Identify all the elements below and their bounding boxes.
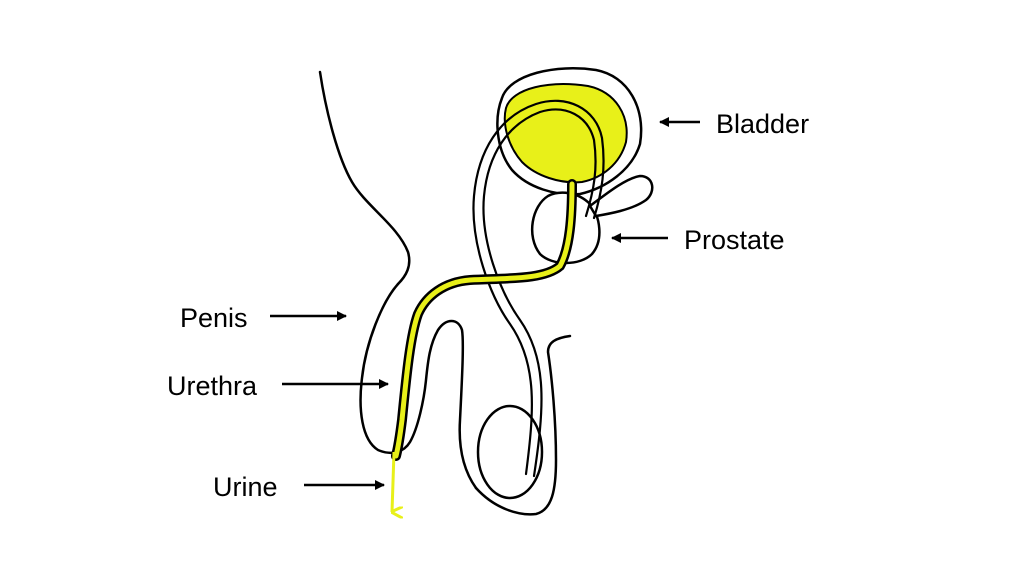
penis-outline (359, 282, 478, 490)
label-penis: Penis (180, 303, 248, 333)
bladder-outer-wall (496, 67, 643, 196)
label-bladder: Bladder (716, 109, 810, 139)
vas-deferens-inner (472, 99, 605, 476)
scrotum-outline (474, 334, 572, 516)
bladder-urine-fill (503, 83, 628, 184)
label-urine: Urine (213, 472, 278, 502)
urine-flow-arrow (390, 451, 394, 512)
testicle (476, 404, 544, 500)
label-urethra: Urethra (167, 371, 258, 401)
body-contour (318, 70, 411, 286)
vas-deferens-outer (482, 108, 597, 478)
seminal-vesicle (588, 174, 654, 218)
label-prostate: Prostate (684, 225, 785, 255)
urethra-urine-stream (393, 181, 575, 459)
